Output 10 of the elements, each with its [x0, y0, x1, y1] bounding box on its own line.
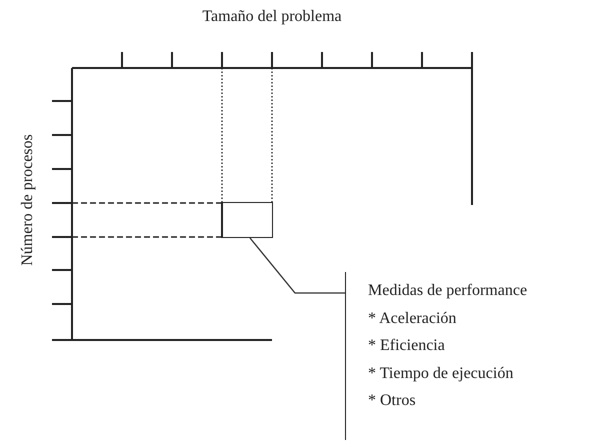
- axis-title: Tamaño del problema: [202, 8, 342, 26]
- list-item: * Aceleración: [368, 308, 458, 328]
- callout-bracket: [345, 272, 528, 440]
- axis-title: Número de procesos: [19, 134, 37, 266]
- list-item: * Eficiencia: [368, 336, 446, 356]
- list-item: * Tiempo de ejecución: [368, 364, 514, 384]
- leader-line: [250, 238, 345, 294]
- list-item: * Otros: [368, 391, 417, 411]
- highlight-box: [221, 202, 273, 238]
- callout-heading: Medidas de performance: [368, 281, 528, 301]
